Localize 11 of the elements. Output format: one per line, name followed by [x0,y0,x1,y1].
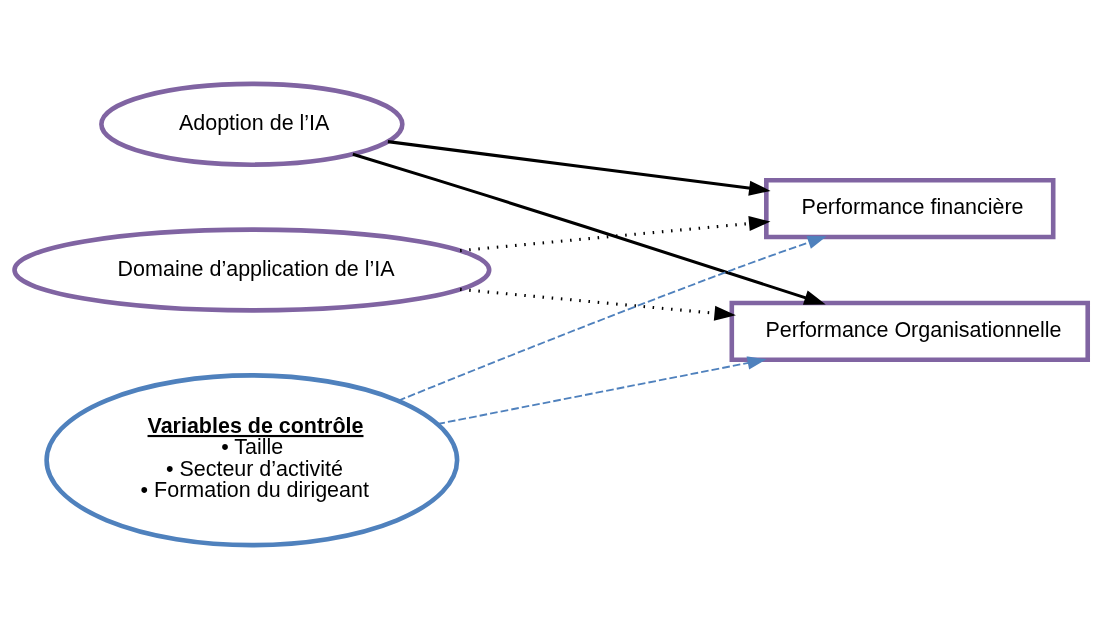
node-box: Performance Organisationnelle [729,300,1090,363]
node-ellipse: Variables de contrôle • Taille • Secteur d’activité • Formation du dirigeant [44,373,460,548]
node-box: Performance financière [764,178,1056,240]
arrow [387,140,771,196]
arrow [436,356,767,425]
arrow [397,236,827,402]
node-ellipse: Adoption de l’IA [99,81,405,167]
node-ellipse: Domaine d’application de l’IA [12,227,492,313]
arrow [460,216,771,253]
arrow [352,152,826,305]
arrow [460,287,736,321]
